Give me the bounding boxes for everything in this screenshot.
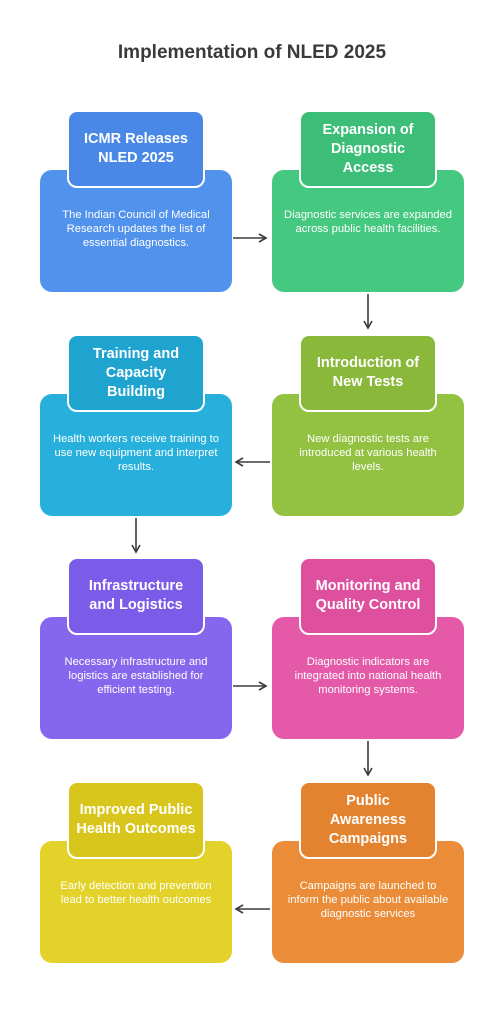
step-heading: Expansion of Diagnostic Access xyxy=(299,110,437,188)
step-heading: Public Awareness Campaigns xyxy=(299,781,437,859)
diagram-title: Implementation of NLED 2025 xyxy=(117,42,387,63)
step-monitoring-quality: Monitoring and Quality Control Diagnosti… xyxy=(272,557,464,749)
step-heading: Introduction of New Tests xyxy=(299,334,437,412)
step-improved-outcomes: Improved Public Health Outcomes Early de… xyxy=(40,781,232,973)
step-icmr-releases: ICMR Releases NLED 2025 The Indian Counc… xyxy=(40,110,232,302)
step-description: Early detection and prevention lead to b… xyxy=(60,880,212,906)
step-description: The Indian Council of Medical Research u… xyxy=(62,209,210,249)
step-heading: Monitoring and Quality Control xyxy=(299,557,437,635)
step-new-tests: Introduction of New Tests New diagnostic… xyxy=(272,334,464,526)
step-description: Health workers receive training to use n… xyxy=(52,433,220,473)
step-infrastructure-logistics: Infrastructure and Logistics Necessary i… xyxy=(40,557,232,749)
step-description: Campaigns are launched to inform the pub… xyxy=(287,880,449,920)
step-description: New diagnostic tests are introduced at v… xyxy=(299,433,437,473)
step-description: Diagnostic indicators are integrated int… xyxy=(294,656,442,696)
step-expansion-access: Expansion of Diagnostic Access Diagnosti… xyxy=(272,110,464,302)
step-body xyxy=(40,617,232,739)
step-body xyxy=(40,394,232,516)
step-heading: Infrastructure and Logistics xyxy=(67,557,205,635)
step-body xyxy=(272,170,464,292)
step-heading: Training and Capacity Building xyxy=(67,334,205,412)
step-description: Diagnostic services are expanded across … xyxy=(284,209,452,235)
step-heading: ICMR Releases NLED 2025 xyxy=(67,110,205,188)
step-body xyxy=(40,170,232,292)
step-body xyxy=(272,841,464,963)
step-training-capacity: Training and Capacity Building Health wo… xyxy=(40,334,232,526)
step-body xyxy=(272,394,464,516)
step-body xyxy=(272,617,464,739)
step-heading: Improved Public Health Outcomes xyxy=(67,781,205,859)
step-description: Necessary infrastructure and logistics a… xyxy=(64,656,208,696)
step-awareness-campaigns: Public Awareness Campaigns Campaigns are… xyxy=(272,781,464,973)
step-body xyxy=(40,841,232,963)
